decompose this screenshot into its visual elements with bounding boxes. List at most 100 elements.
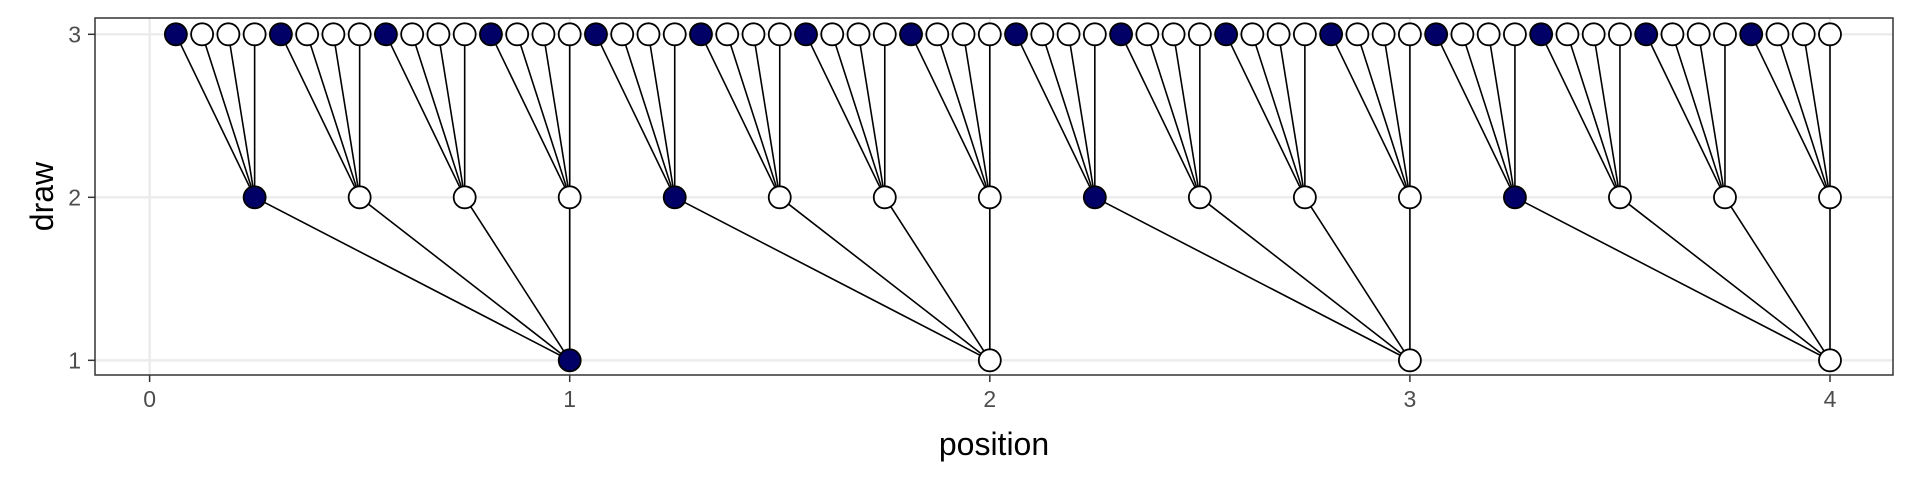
edge-line xyxy=(201,34,256,198)
unselected-point xyxy=(662,22,687,47)
x-axis-title: position xyxy=(939,426,1049,462)
selected-point xyxy=(1004,22,1028,47)
unselected-point xyxy=(426,22,451,47)
unselected-point xyxy=(1240,22,1265,47)
unselected-point xyxy=(216,22,241,47)
edge-line xyxy=(1094,196,1411,362)
unselected-point xyxy=(872,22,897,47)
edge-line xyxy=(1776,34,1831,198)
selected-point xyxy=(689,22,713,47)
edge-line xyxy=(1802,34,1831,198)
edge-line xyxy=(1199,196,1411,361)
unselected-point xyxy=(977,348,1002,373)
selected-point xyxy=(1739,22,1764,47)
unselected-point xyxy=(1450,22,1475,47)
edge-line xyxy=(1435,33,1516,198)
edge-line xyxy=(1487,34,1516,198)
unselected-point xyxy=(531,22,556,47)
unselected-point xyxy=(872,185,897,210)
edge-line xyxy=(1304,196,1411,361)
edge-line xyxy=(1566,34,1621,198)
edge-line xyxy=(674,196,991,362)
unselected-point xyxy=(767,185,792,210)
unselected-point xyxy=(977,185,1002,210)
unselected-point xyxy=(925,22,950,47)
edge-line xyxy=(621,34,676,198)
edge-line xyxy=(1592,34,1621,198)
x-tick-label: 3 xyxy=(1403,386,1416,412)
edge-line xyxy=(1330,33,1411,198)
edge-line xyxy=(1067,34,1096,198)
edge-line xyxy=(516,34,571,198)
selected-point xyxy=(1529,22,1554,47)
edge-line xyxy=(647,34,676,198)
unselected-point xyxy=(1371,22,1396,47)
edge-line xyxy=(1225,33,1306,198)
edge-line xyxy=(1514,196,1831,362)
unselected-point xyxy=(452,185,477,210)
unselected-point xyxy=(1187,22,1212,47)
edge-line xyxy=(1619,196,1831,361)
edge-line xyxy=(1251,34,1306,198)
unselected-point xyxy=(505,22,530,47)
edge-line xyxy=(175,33,256,198)
edge-line xyxy=(884,196,991,361)
edge-line xyxy=(254,196,571,362)
selected-point xyxy=(557,348,582,373)
edge-line xyxy=(1645,33,1726,198)
selected-point xyxy=(1634,22,1659,47)
edge-line xyxy=(1041,34,1096,198)
unselected-point xyxy=(557,185,582,210)
edge-line xyxy=(437,34,466,198)
unselected-point xyxy=(1555,22,1580,47)
unselected-point xyxy=(1476,22,1501,47)
unselected-point xyxy=(1135,22,1160,47)
unselected-point xyxy=(190,22,215,47)
edge-line xyxy=(962,34,991,198)
unselected-point xyxy=(1791,22,1816,47)
unselected-point xyxy=(1581,22,1606,47)
unselected-point xyxy=(977,22,1002,47)
x-tick-label: 0 xyxy=(143,386,156,412)
edge-line xyxy=(1540,33,1621,198)
unselected-point xyxy=(347,185,372,210)
unselected-point xyxy=(1608,22,1632,47)
unselected-point xyxy=(1056,22,1081,47)
unselected-point xyxy=(1818,185,1842,210)
unselected-point xyxy=(1161,22,1186,47)
edge-lines xyxy=(175,33,1831,362)
unselected-point xyxy=(400,22,425,47)
unselected-point xyxy=(295,22,320,47)
edge-line xyxy=(411,34,466,198)
edge-line xyxy=(227,34,256,198)
unselected-point xyxy=(715,22,740,47)
edge-line xyxy=(280,33,361,198)
edge-line xyxy=(700,33,781,198)
edge-line xyxy=(1120,33,1201,198)
selected-point xyxy=(242,185,267,210)
unselected-point xyxy=(820,22,845,47)
unselected-point xyxy=(846,22,871,47)
unselected-point xyxy=(741,22,766,47)
unselected-point xyxy=(1292,185,1317,210)
unselected-point xyxy=(1686,22,1711,47)
y-tick-label: 1 xyxy=(68,347,81,373)
unselected-point xyxy=(1266,22,1291,47)
y-axis-title: draw xyxy=(24,161,60,231)
selected-point xyxy=(1319,22,1344,47)
unselected-point xyxy=(1818,348,1842,373)
edge-line xyxy=(1697,34,1726,198)
edge-line xyxy=(1172,34,1201,198)
x-tick-label: 2 xyxy=(983,386,996,412)
unselected-point xyxy=(1503,22,1527,47)
edge-line xyxy=(752,34,781,198)
unselected-point xyxy=(1082,22,1107,47)
edge-line xyxy=(1461,34,1516,198)
edge-line xyxy=(805,33,886,198)
edge-line xyxy=(1015,33,1096,198)
unselected-point xyxy=(951,22,976,47)
selected-point xyxy=(1503,185,1527,210)
